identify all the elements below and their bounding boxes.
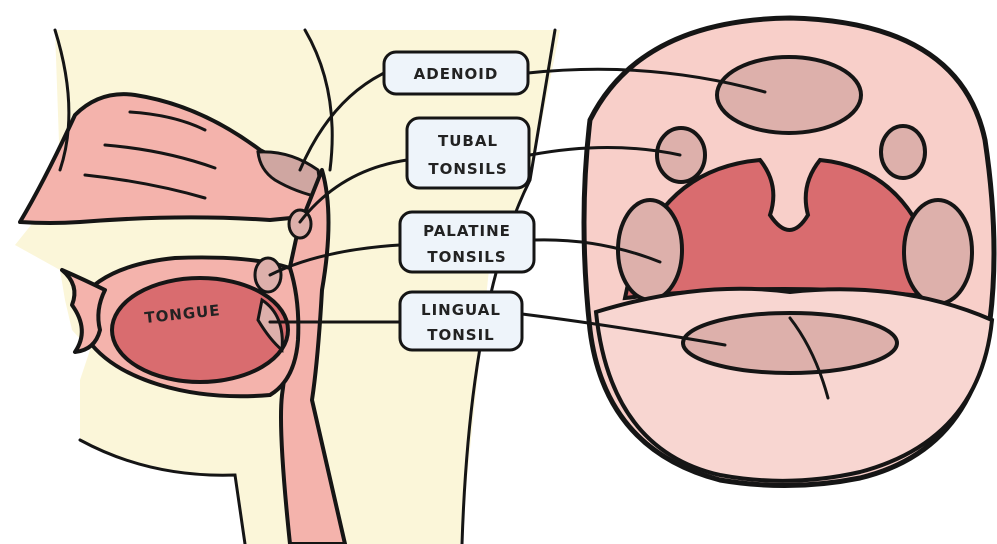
label-tubal-line2: TONSILS: [428, 160, 507, 178]
open-mouth-view: [584, 18, 994, 486]
label-tubal-tonsils: TUBAL TONSILS: [407, 118, 529, 188]
label-lingual-line2: TONSIL: [427, 326, 494, 344]
tongue: [112, 278, 288, 382]
label-lingual-tonsil: LINGUAL TONSIL: [400, 292, 522, 350]
palatine-tonsil-front-right: [904, 200, 972, 304]
label-palatine-line1: PALATINE: [423, 222, 511, 240]
label-adenoid: ADENOID: [384, 52, 528, 94]
adenoid-front: [717, 57, 861, 133]
label-tubal-line1: TUBAL: [438, 132, 498, 150]
palatine-tonsil-side: [255, 258, 281, 292]
label-palatine-tonsils: PALATINE TONSILS: [400, 212, 534, 272]
label-palatine-line2: TONSILS: [427, 248, 506, 266]
sagittal-head-view: TONGUE: [15, 30, 560, 544]
label-lingual-line1: LINGUAL: [421, 301, 501, 319]
label-adenoid-text: ADENOID: [414, 65, 499, 83]
tubal-tonsil-front-right: [881, 126, 925, 178]
